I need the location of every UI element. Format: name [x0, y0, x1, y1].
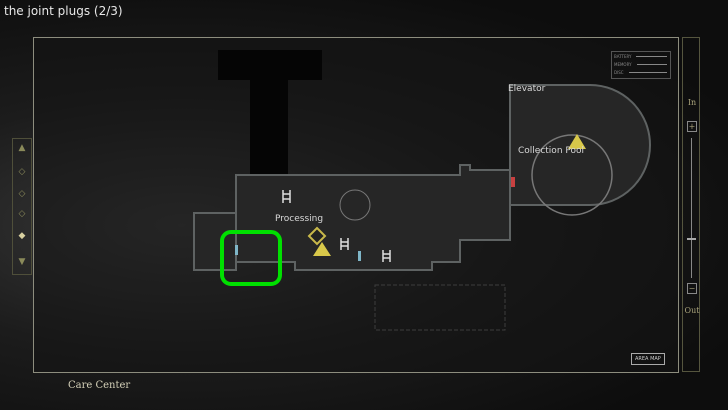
floor-item[interactable]: ◇	[18, 167, 26, 177]
floor-item[interactable]: ◇	[18, 209, 26, 219]
zoom-in-button[interactable]: +	[687, 121, 697, 132]
hazard-warning-icon	[568, 134, 586, 149]
zoom-out-button[interactable]: −	[687, 283, 697, 294]
zoom-slider[interactable]: In + − Out	[682, 37, 700, 372]
zoom-handle[interactable]	[687, 238, 696, 240]
floor-item-current[interactable]: ◆	[18, 231, 26, 241]
zoom-out-label: Out	[684, 306, 700, 315]
door-red-icon	[511, 177, 515, 187]
objective-caption: the joint plugs (2/3)	[4, 4, 123, 18]
floor-selector[interactable]: ▲ ◇ ◇ ◇ ◆ ▼	[12, 138, 32, 275]
ladder-icon	[282, 190, 391, 262]
map-label-elevator: Elevator	[508, 84, 546, 94]
floor-down-button[interactable]: ▼	[18, 257, 26, 267]
map-label-processing: Processing	[275, 214, 324, 224]
zoom-in-label: In	[687, 98, 697, 107]
door-blue-icon	[358, 251, 361, 261]
area-map-button[interactable]: AREA MAP	[631, 353, 665, 365]
danger-hazard-icon	[307, 226, 331, 256]
door-blue-icon	[235, 245, 238, 255]
floor-up-button[interactable]: ▲	[18, 143, 26, 153]
objective-highlight	[220, 230, 282, 286]
map-legend: BATTERY MEMORY DISC	[611, 51, 671, 79]
map-label-collection-pool: Collection Pool	[518, 146, 584, 156]
zoom-track[interactable]	[691, 138, 692, 278]
location-name: Care Center	[68, 380, 131, 391]
floor-item[interactable]: ◇	[18, 189, 26, 199]
